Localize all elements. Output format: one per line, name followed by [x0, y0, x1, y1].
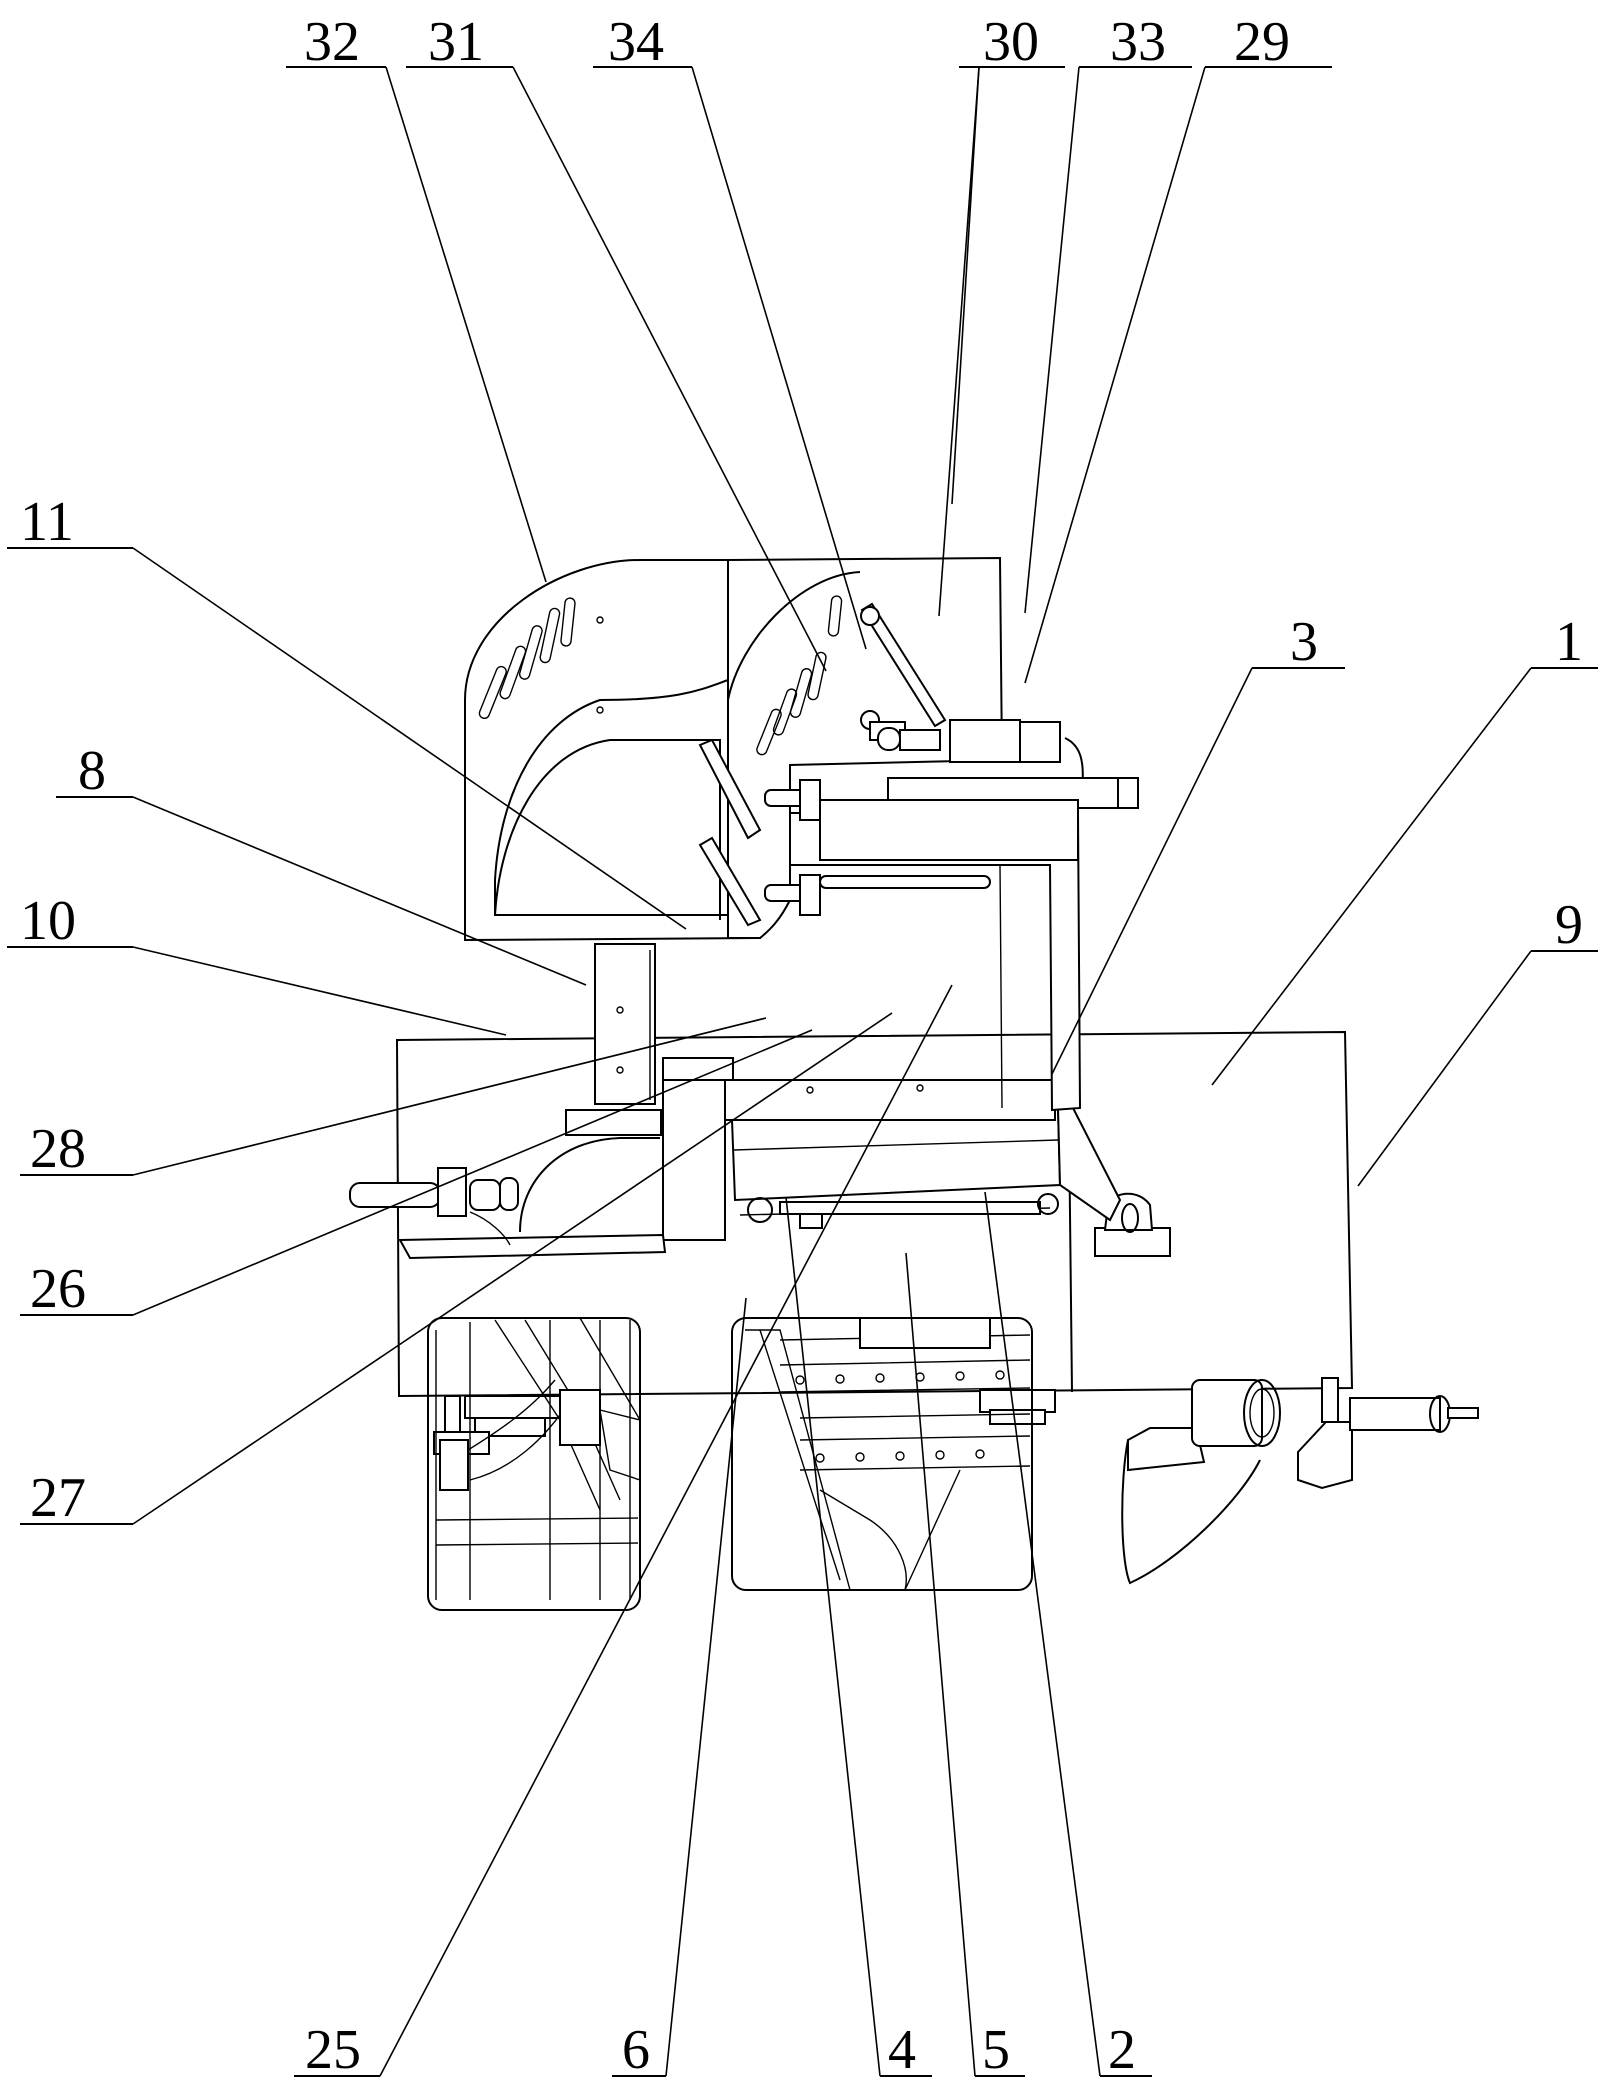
callout-34: 34 [593, 11, 866, 649]
reference-number: 29 [1234, 11, 1290, 73]
leader-line [133, 1013, 892, 1524]
center-window [732, 1318, 1032, 1590]
machine-body [350, 558, 1478, 1610]
leader-line [133, 947, 506, 1035]
reference-number: 2 [1108, 2019, 1136, 2081]
reference-number: 32 [304, 11, 360, 73]
reference-number: 6 [622, 2019, 650, 2081]
callout-11: 11 [7, 491, 686, 929]
callout-29: 29 [1025, 11, 1332, 683]
reference-number: 1 [1555, 611, 1583, 673]
leader-line [1358, 951, 1531, 1186]
leader-line [1052, 668, 1252, 1074]
reference-number: 5 [982, 2019, 1010, 2081]
reference-number: 3 [1290, 611, 1318, 673]
leader-line [1212, 668, 1531, 1085]
callout-2: 2 [985, 1192, 1152, 2081]
reference-number: 31 [428, 11, 484, 73]
leader-line [952, 67, 979, 504]
left-window [428, 1318, 640, 1610]
callout-32: 32 [286, 11, 546, 582]
reference-number: 4 [888, 2019, 916, 2081]
leader-line [666, 1298, 746, 2076]
right-block-part-9 [1122, 1378, 1478, 1583]
callout-10: 10 [7, 890, 506, 1035]
leader-line [939, 67, 979, 616]
reference-number: 11 [20, 491, 74, 553]
callouts: 32313430332911810282627256452319 [7, 11, 1598, 2081]
reference-number: 33 [1110, 11, 1166, 73]
leader-line [1025, 67, 1205, 683]
reference-number: 25 [305, 2019, 361, 2081]
callout-9: 9 [1358, 894, 1598, 1186]
callout-33: 33 [1025, 11, 1192, 613]
reference-number: 9 [1555, 894, 1583, 956]
leader-line [985, 1192, 1100, 2076]
leader-line [1025, 67, 1079, 613]
callout-3: 3 [1052, 611, 1345, 1074]
reference-number: 8 [78, 740, 106, 802]
reference-number: 34 [608, 11, 664, 73]
reference-number: 26 [30, 1258, 86, 1320]
leader-line [133, 797, 586, 985]
reference-number: 28 [30, 1118, 86, 1180]
reference-number: 30 [983, 11, 1039, 73]
reference-number: 10 [20, 890, 76, 952]
reference-number: 27 [30, 1467, 86, 1529]
callout-30: 30 [939, 11, 1065, 616]
callout-1: 1 [1212, 611, 1598, 1085]
leader-line [386, 67, 546, 582]
